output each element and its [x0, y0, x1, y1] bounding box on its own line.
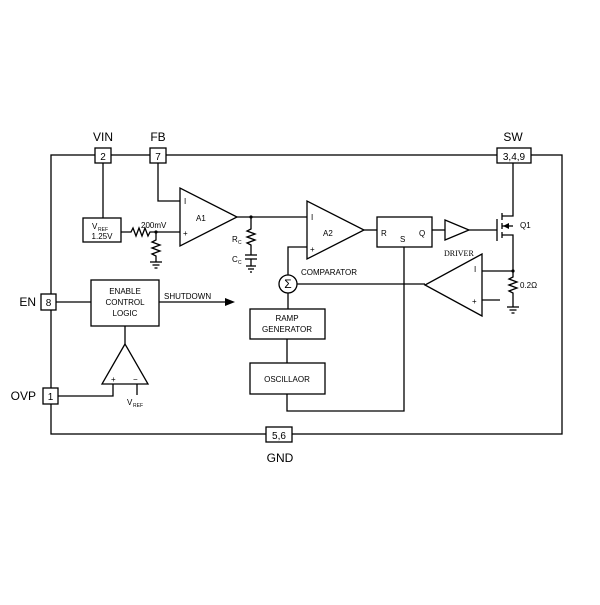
ovp-comp-minus: − — [133, 375, 138, 384]
enable-logic-line3: LOGIC — [113, 309, 138, 318]
pin-en-label: EN — [19, 295, 36, 309]
rc-label: R — [232, 235, 238, 244]
osc-to-latch-s-wire — [286, 247, 405, 412]
pin-fb: FB 7 — [149, 130, 167, 164]
current-amp-plus: + — [472, 297, 477, 306]
sr-latch — [376, 216, 433, 248]
offset-pulldown-resistor — [150, 232, 162, 262]
comparator-a2 — [306, 199, 366, 261]
offset-resistor — [121, 226, 180, 238]
amp-a1-name: A1 — [196, 214, 206, 223]
vref-box — [82, 217, 122, 243]
enable-control-logic — [90, 279, 160, 327]
current-sense-amp — [423, 252, 483, 318]
shutdown-label: SHUTDOWN — [164, 292, 211, 301]
oscillator-label: OSCILLAOR — [264, 375, 310, 384]
pin-ovp-label: OVP — [11, 389, 36, 403]
amp-a1-plus: + — [183, 229, 188, 238]
pin-ovp: OVP 1 — [11, 387, 59, 405]
pin-vin-number: 2 — [100, 152, 106, 163]
driver-buffer — [444, 219, 471, 241]
ground-symbol — [150, 261, 162, 269]
latch-q: Q — [419, 229, 425, 238]
pin-sw-label: SW — [503, 130, 523, 144]
pin-sw: SW 3,4,9 — [496, 130, 532, 164]
amp-a1-minus: I — [184, 197, 186, 206]
ovp-vref-sub: REF — [133, 403, 143, 409]
mosfet-q1 — [496, 163, 514, 271]
shutdown-arrow-icon — [225, 298, 235, 306]
offset-label: 200mV — [141, 221, 167, 230]
pin-fb-number: 7 — [155, 152, 161, 163]
driver-label: DRIVER — [444, 249, 474, 258]
pin-sw-number: 3,4,9 — [503, 152, 526, 163]
rc-sub: C — [238, 240, 242, 246]
fb-wire — [157, 163, 180, 202]
sense-resistor-value: 0.2Ω — [520, 281, 537, 290]
pin-gnd-box — [265, 426, 293, 443]
enable-logic-line1: ENABLE — [109, 287, 141, 296]
comparator-a2-plus: + — [310, 245, 315, 254]
enable-logic-line2: CONTROL — [105, 298, 145, 307]
comparator-label: COMPARATOR — [301, 268, 357, 277]
pin-sw-box — [496, 147, 532, 164]
pin-gnd-number: 5,6 — [272, 431, 286, 442]
vref-sub: REF — [98, 227, 108, 233]
current-amp-minus: I — [474, 265, 476, 274]
comparator-a2-minus: I — [311, 213, 313, 222]
rc-resistor — [245, 217, 257, 255]
amp-a1 — [179, 186, 239, 248]
pin-gnd-label: GND — [267, 451, 294, 465]
ground-symbol — [507, 306, 519, 314]
vref-value: 1.25V — [92, 232, 114, 241]
pin-fb-label: FB — [150, 130, 165, 144]
q1-label: Q1 — [520, 221, 531, 230]
pin-en: EN 8 — [19, 293, 57, 311]
summing-symbol: Σ — [284, 277, 291, 291]
pin-vin: VIN 2 — [93, 130, 113, 164]
vref-v: V — [92, 222, 98, 231]
cc-sub: C — [238, 260, 242, 266]
ramp-line1: RAMP — [275, 314, 298, 323]
sense-resistor — [507, 271, 519, 307]
cc-label: C — [232, 255, 238, 264]
pin-en-number: 8 — [46, 298, 52, 309]
ovp-comp-plus: + — [111, 375, 116, 384]
pin-gnd: 5,6 GND — [265, 426, 294, 465]
ovp-comparator — [100, 342, 150, 385]
ovp-vref-v: V — [127, 398, 133, 407]
pin-vin-label: VIN — [93, 130, 113, 144]
ramp-line2: GENERATOR — [262, 325, 312, 334]
ovp-input-wire — [58, 384, 114, 397]
pin-ovp-number: 1 — [48, 392, 54, 403]
comparator-a2-name: A2 — [323, 229, 333, 238]
ramp-generator — [249, 308, 326, 340]
ground-symbol — [246, 265, 256, 273]
latch-s: S — [400, 235, 405, 244]
summer-to-a2-wire — [287, 246, 307, 275]
latch-r: R — [381, 229, 387, 238]
